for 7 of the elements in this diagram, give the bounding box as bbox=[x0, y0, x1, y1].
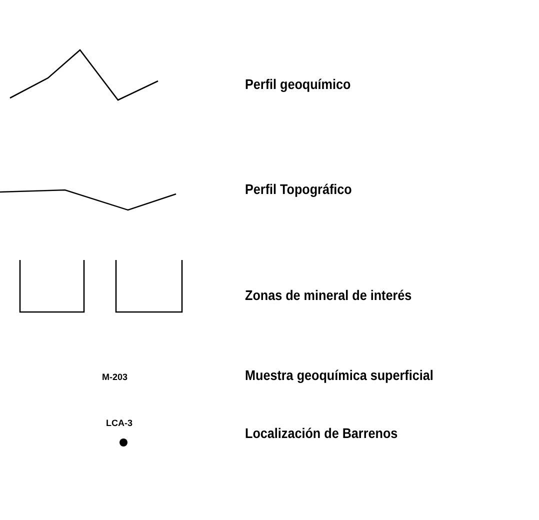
legend-label: Localización de Barrenos bbox=[245, 425, 398, 441]
sample-code: M-203 bbox=[102, 372, 128, 382]
legend-label: Perfil Topográfico bbox=[245, 181, 352, 197]
legend-label: Perfil geoquímico bbox=[245, 76, 351, 92]
legend-label: Muestra geoquímica superficial bbox=[245, 367, 434, 383]
sample-code: LCA-3 bbox=[106, 418, 132, 428]
legend-label: Zonas de mineral de interés bbox=[245, 287, 412, 303]
